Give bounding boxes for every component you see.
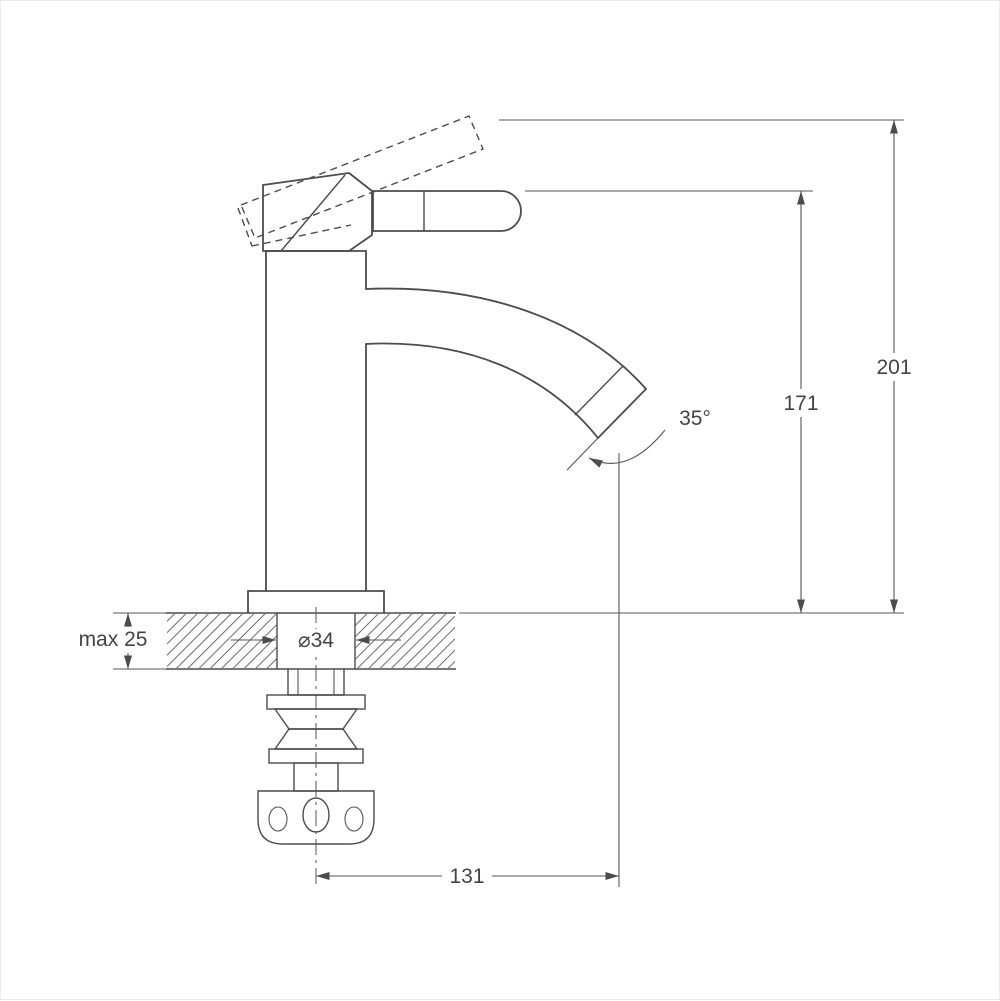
countertop-section (166, 612, 456, 670)
total-height-label: 201 (876, 356, 911, 379)
dimension-hole-diameter: ⌀34 (231, 629, 401, 653)
handle-lever (262, 172, 522, 252)
dimension-height-to-spout: 171 (525, 190, 828, 613)
hole-diameter-label: ⌀34 (298, 629, 334, 652)
counter-thickness-label: max 25 (79, 628, 148, 651)
height-to-spout-label: 171 (783, 392, 818, 415)
counter-hatch-left (167, 614, 277, 668)
spout (365, 287, 647, 439)
dimension-counter-thickness: max 25 (75, 612, 166, 670)
spout-reach-label: 131 (449, 865, 484, 888)
handle-lever-raised-dashed (237, 115, 484, 247)
dimension-total-height: 201 (459, 119, 921, 614)
spout-angle-label: 35° (679, 407, 711, 430)
faucet-body (247, 250, 385, 614)
dimension-spout-reach: 131 (316, 453, 620, 889)
counter-hatch-right (355, 614, 455, 668)
dimension-spout-angle: 35° (566, 407, 711, 471)
